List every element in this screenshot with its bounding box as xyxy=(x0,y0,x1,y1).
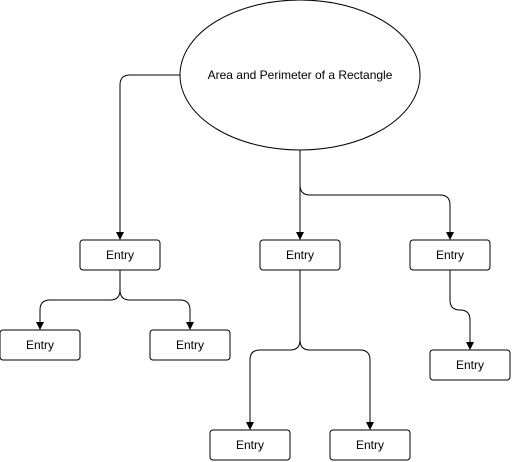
entry-node-label: Entry xyxy=(436,248,464,262)
entry-node[interactable]: Entry xyxy=(0,329,81,361)
root-node-label: Area and Perimeter of a Rectangle xyxy=(208,68,393,82)
root-node[interactable]: Area and Perimeter of a Rectangle xyxy=(179,0,421,151)
entry-node-label: Entry xyxy=(26,338,54,352)
entry-node[interactable]: Entry xyxy=(429,349,511,381)
entry-node[interactable]: Entry xyxy=(149,329,231,361)
connectors xyxy=(36,74,474,430)
connector-entry-2-to-entry-6 xyxy=(246,270,301,430)
entry-node-label: Entry xyxy=(356,438,384,452)
entry-node[interactable]: Entry xyxy=(79,239,161,271)
entry-node-label: Entry xyxy=(106,248,134,262)
connector-root-to-entry-1 xyxy=(116,74,180,240)
entry-node-label: Entry xyxy=(236,438,264,452)
entry-node-label: Entry xyxy=(286,248,314,262)
entry-node[interactable]: Entry xyxy=(209,429,291,461)
connector-entry-2-to-entry-7 xyxy=(299,339,374,430)
connector-entry-1-to-entry-4 xyxy=(36,270,121,330)
entry-node-label: Entry xyxy=(456,358,484,372)
entry-node-label: Entry xyxy=(176,338,204,352)
entry-node[interactable]: Entry xyxy=(259,239,341,271)
entry-node[interactable]: Entry xyxy=(329,429,411,461)
connector-entry-3-to-entry-8 xyxy=(449,270,474,350)
connector-root-to-entry-3 xyxy=(299,184,454,240)
entry-node[interactable]: Entry xyxy=(409,239,491,271)
connector-entry-1-to-entry-5 xyxy=(119,289,194,330)
